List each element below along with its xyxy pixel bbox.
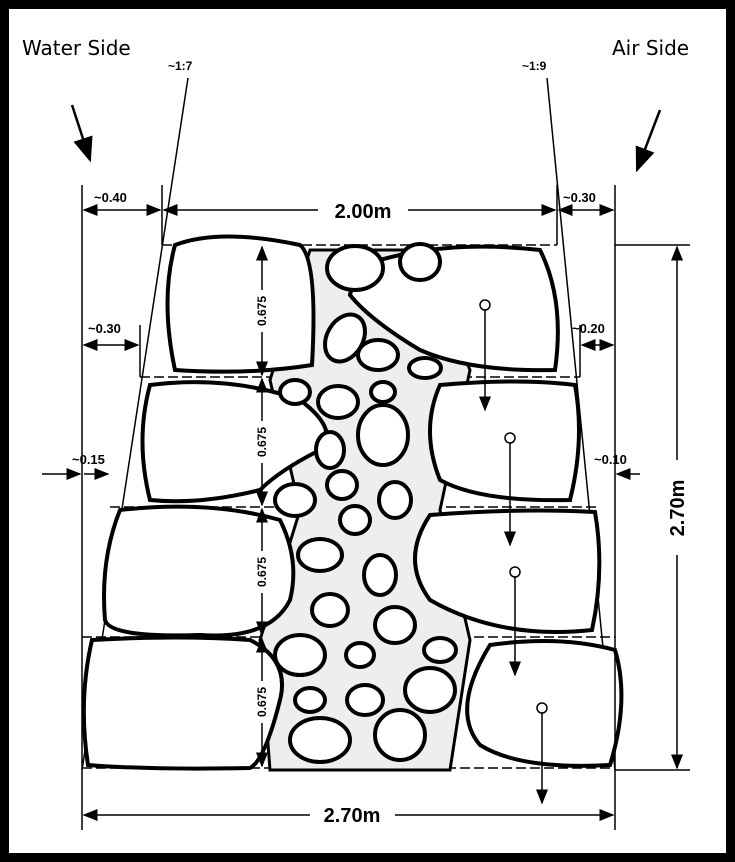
course-height-label: 0.675	[255, 296, 269, 326]
course-height-label: 0.675	[255, 427, 269, 457]
air-side-arrow	[635, 109, 662, 173]
water-side-arrow	[70, 104, 93, 163]
course-height-label: 0.675	[255, 687, 269, 717]
course2-right-offset-label: ~0.10	[594, 452, 627, 467]
base-width-label: 2.70m	[324, 805, 381, 827]
hearting-stones	[273, 242, 458, 764]
water-side-label: Water Side	[22, 36, 131, 60]
course1-left-offset-label: ~0.30	[88, 321, 121, 336]
total-height-label: 2.70m	[667, 480, 689, 537]
top-right-offset-label: ~0.30	[563, 190, 596, 205]
course2-left-offset-label: ~0.15	[72, 452, 105, 467]
extension-lines	[81, 185, 690, 830]
batter-water-label: ~1:7	[168, 59, 193, 73]
face-stones	[81, 234, 624, 771]
course-height-label: 0.675	[255, 557, 269, 587]
air-side-label: Air Side	[612, 36, 689, 60]
top-width-label: 2.00m	[335, 201, 392, 223]
batter-air-label: ~1:9	[522, 59, 547, 73]
load-arrows	[479, 299, 548, 805]
course1-right-offset-label: ~0.20	[572, 321, 605, 336]
top-left-offset-label: ~0.40	[94, 190, 127, 205]
